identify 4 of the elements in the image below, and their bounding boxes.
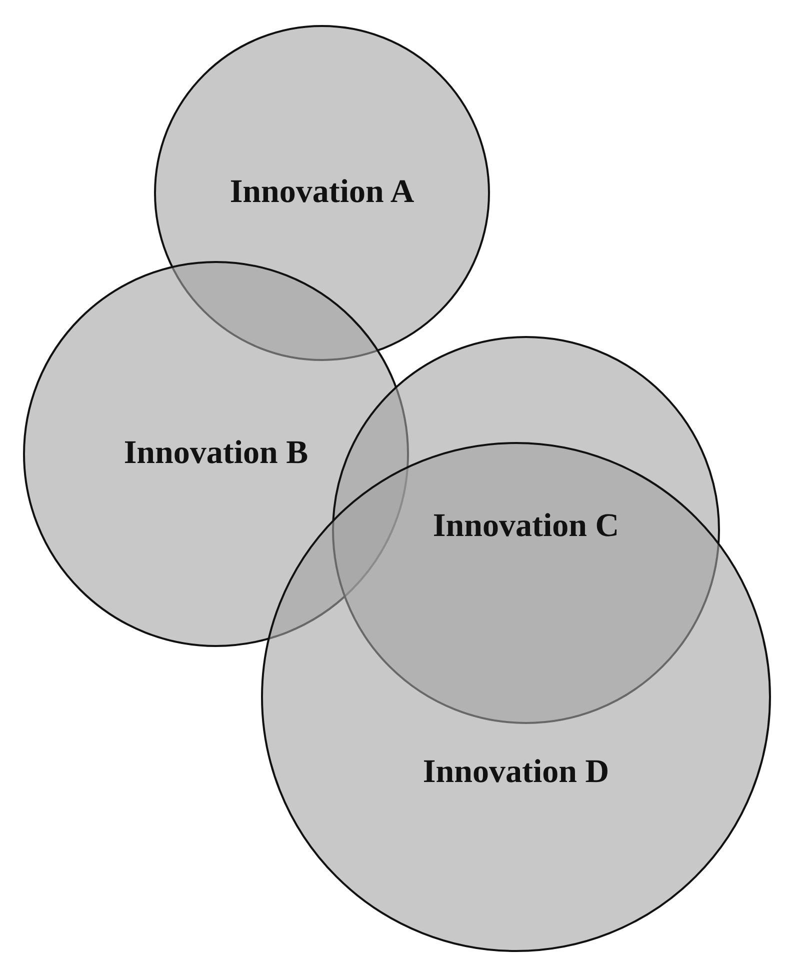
set-label: Innovation A	[230, 174, 414, 212]
set-label: Innovation D	[422, 754, 610, 792]
set-label: Innovation C	[432, 508, 620, 546]
set-label: Innovation B	[124, 435, 308, 473]
